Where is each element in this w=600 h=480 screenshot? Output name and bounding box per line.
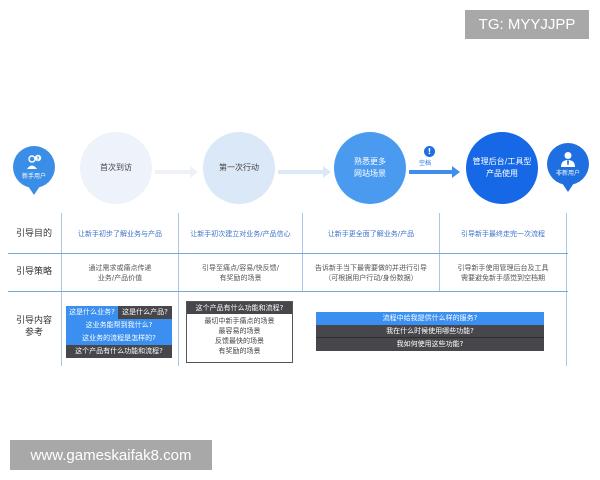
arrow-icon: [155, 166, 198, 178]
strategy-cell-4-line2: 需要避免新手感觉到空档期: [461, 273, 545, 282]
arrow-icon: [278, 166, 331, 178]
non-new-user-label: 非新用户: [555, 170, 580, 177]
row-label-content-line2: 参考: [24, 328, 43, 338]
scene-item: 最切中新手痛点的场景: [204, 317, 275, 325]
grid-line: [8, 291, 568, 292]
grid-line: [439, 213, 440, 291]
question-business-flow: 这业务的流程是怎样的?: [66, 332, 172, 345]
question-product-features: 这个产品有什么功能和流程?: [66, 345, 172, 358]
stage-admin-line1: 管理后台/工具型: [472, 157, 532, 166]
user-suit-icon: [561, 152, 575, 167]
grid-line: [8, 253, 568, 254]
question-service: 流程中给我提供什么样的服务?: [316, 312, 544, 325]
non-new-user-pin: 非新用户: [547, 143, 589, 185]
row-label-content: 引导内容 参考: [8, 315, 60, 339]
stage-first-visit: 首次到访: [80, 132, 152, 204]
watermark-top: TG: MYYJJPP: [465, 10, 589, 39]
gap-label: 空档: [419, 160, 432, 167]
question-how-use: 我如何使用这些功能?: [316, 338, 544, 351]
scene-item: 最容易的场景: [218, 327, 261, 335]
strategy-cell-3: 告诉新手当下最需要做的并进行引导（可根据用户行动/身份数据）: [303, 254, 439, 291]
new-user-pin: ? 新手用户: [13, 146, 55, 188]
scenes-header: 这个产品有什么功能和流程?: [187, 302, 292, 314]
stage-admin-line2: 产品使用: [485, 169, 518, 178]
row-label-strategy: 引导策略: [15, 267, 52, 277]
scene-item: 有奖励的场景: [218, 347, 261, 355]
watermark-bottom: www.gameskaifak8.com: [10, 440, 212, 470]
strategy-cell-3-line2: （可根据用户行动/身份数据）: [324, 273, 418, 282]
strategy-cell-1-line2: 业务/产品价值: [97, 273, 143, 282]
grid-line: [566, 213, 567, 366]
grid-line: [178, 213, 179, 366]
strategy-cell-4-line1: 引导新手使用管理后台及工具: [457, 263, 549, 272]
strategy-cell-2-line2: 有奖励的场景: [219, 273, 262, 282]
goal-cell-4: 引导新手最终走完一次流程: [461, 229, 545, 238]
content-scenes-col2: 这个产品有什么功能和流程? 最切中新手痛点的场景 最容易的场景 反馈最快的场景 …: [186, 301, 293, 363]
question-what-product: 这是什么产品?: [118, 306, 172, 319]
goal-cell-3: 让新手更全面了解业务/产品: [327, 229, 415, 238]
stage-explore-line2: 网站场景: [354, 169, 386, 178]
content-questions-col3: 流程中给我提供什么样的服务? 我在什么时候使用哪些功能? 我如何使用这些功能?: [316, 312, 544, 351]
question-when-use: 我在什么时候使用哪些功能?: [316, 325, 544, 338]
strategy-cell-3-line1: 告诉新手当下最需要做的并进行引导: [315, 263, 427, 272]
goal-cell-1: 让新手初步了解业务与产品: [78, 229, 162, 238]
arrow-icon: [409, 166, 460, 178]
goal-cell-2: 让新手初次建立对业务/产品信心: [190, 229, 291, 238]
strategy-cell-1: 通过需求或痛点传递业务/产品价值: [62, 254, 178, 291]
stage-explore-line1: 熟悉更多: [354, 157, 386, 166]
grid-line: [61, 213, 62, 366]
stage-first-visit-label: 首次到访: [100, 163, 132, 172]
svg-text:?: ?: [37, 156, 40, 162]
alert-icon: !: [424, 146, 435, 157]
strategy-cell-4: 引导新手使用管理后台及工具需要避免新手感觉到空档期: [440, 254, 566, 291]
content-questions-col1: 这是什么业务? 这是什么产品? 这业务能帮到我什么? 这业务的流程是怎样的? 这…: [66, 306, 172, 358]
row-label-content-line1: 引导内容: [15, 316, 52, 326]
scene-item: 反馈最快的场景: [215, 337, 264, 345]
new-user-label: 新手用户: [21, 173, 46, 180]
grid-line: [302, 213, 303, 291]
user-question-icon: ?: [27, 154, 42, 169]
strategy-cell-2-line1: 引导至痛点/容易/快反馈/: [201, 263, 280, 272]
strategy-cell-1-line1: 通过需求或痛点传递: [88, 263, 152, 272]
row-label-goal: 引导目的: [15, 229, 52, 239]
stage-admin-tools: 管理后台/工具型 产品使用: [466, 132, 538, 204]
question-what-business: 这是什么业务?: [66, 306, 118, 319]
question-how-help: 这业务能帮到我什么?: [66, 319, 172, 332]
strategy-cell-2: 引导至痛点/容易/快反馈/有奖励的场景: [179, 254, 302, 291]
stage-first-action-label: 第一次行动: [219, 163, 259, 172]
stage-explore-scenes: 熟悉更多 网站场景: [334, 132, 406, 204]
stage-first-action: 第一次行动: [203, 132, 275, 204]
